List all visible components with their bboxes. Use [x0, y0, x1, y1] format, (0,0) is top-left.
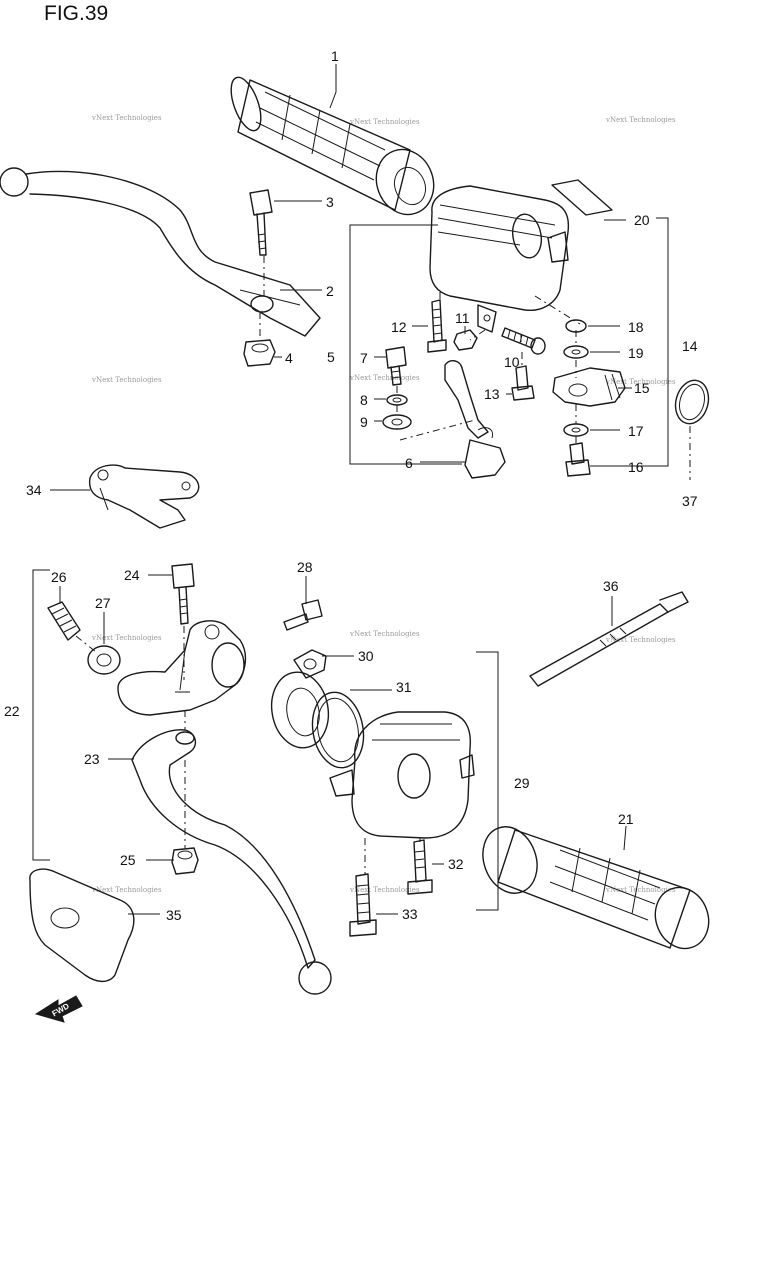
- callout-7: 7: [360, 350, 368, 366]
- callout-29: 29: [514, 775, 530, 791]
- watermark-11: vNext Technologies: [349, 886, 420, 894]
- assembly-brackets: [32, 217, 669, 911]
- fwd-arrow-icon: FWD: [34, 995, 83, 1023]
- part-washer-17: [563, 423, 589, 437]
- callout-17: 17: [628, 423, 644, 439]
- callout-28: 28: [297, 559, 313, 575]
- callout-23: 23: [84, 751, 100, 767]
- watermark-1: vNext Technologies: [91, 114, 162, 122]
- callouts: 1 2 3 4 5 6 7 8 9 10 11 12 13 14 15 16 1…: [4, 48, 698, 923]
- part-cover-35: [29, 868, 135, 983]
- watermark-9: vNext Technologies: [605, 636, 676, 644]
- part-screw-28: [283, 599, 323, 631]
- part-screw-12: [427, 299, 447, 353]
- callout-14: 14: [682, 338, 698, 354]
- watermarks: vNext Technologies vNext Technologies vN…: [91, 114, 676, 894]
- callout-2: 2: [326, 283, 334, 299]
- callout-31: 31: [396, 679, 412, 695]
- part-brake-lever-upper: [0, 167, 321, 337]
- callout-30: 30: [358, 648, 374, 664]
- part-bolt-3: [249, 189, 273, 256]
- part-screw-33: [349, 873, 377, 937]
- watermark-6: vNext Technologies: [605, 378, 676, 386]
- part-oring-37: [674, 379, 710, 425]
- callout-9: 9: [360, 414, 368, 430]
- callout-26: 26: [51, 569, 67, 585]
- part-clutch-lever-23: [131, 729, 332, 995]
- part-cable-tie-36: [529, 591, 689, 687]
- callout-3: 3: [326, 194, 334, 210]
- callout-21: 21: [618, 811, 634, 827]
- part-bolt-24: [171, 563, 195, 625]
- callout-34: 34: [26, 482, 42, 498]
- callout-24: 24: [124, 567, 140, 583]
- watermark-7: vNext Technologies: [91, 634, 162, 642]
- part-switch-housing-lower: [329, 711, 475, 839]
- part-nut-11: [453, 329, 478, 351]
- part-clamp-30: [293, 649, 327, 679]
- leader-lines: [50, 64, 632, 915]
- callout-27: 27: [95, 595, 111, 611]
- callout-35: 35: [166, 907, 182, 923]
- callout-1: 1: [331, 48, 339, 64]
- part-choke-lever-6: [444, 360, 506, 479]
- part-nut-25: [171, 847, 199, 875]
- part-nut-4: [243, 339, 276, 367]
- watermark-5: vNext Technologies: [349, 374, 420, 382]
- watermark-2: vNext Technologies: [349, 118, 420, 126]
- part-bracket-15: [552, 367, 626, 407]
- part-bolt-7: [385, 346, 407, 386]
- callout-16: 16: [628, 459, 644, 475]
- watermark-4: vNext Technologies: [91, 376, 162, 384]
- alignment-lines: [75, 256, 691, 874]
- part-adjuster-26: [47, 601, 81, 641]
- callout-37: 37: [682, 493, 698, 509]
- callout-11: 11: [455, 310, 470, 326]
- watermark-8: vNext Technologies: [349, 630, 420, 638]
- watermark-10: vNext Technologies: [91, 886, 162, 894]
- part-collar: [270, 671, 330, 749]
- part-switch-housing-upper: [429, 185, 570, 333]
- part-ring-31: [311, 691, 365, 769]
- callout-13: 13: [484, 386, 500, 402]
- part-screw-10: [501, 327, 546, 355]
- callout-25: 25: [120, 852, 136, 868]
- callout-20: 20: [634, 212, 650, 228]
- part-right-grip: [482, 826, 710, 950]
- part-washer-9: [382, 414, 412, 430]
- part-washer-19: [563, 345, 589, 359]
- callout-18: 18: [628, 319, 644, 335]
- callout-15: 15: [634, 380, 650, 396]
- callout-5: 5: [327, 349, 335, 365]
- part-nut-27: [87, 645, 121, 675]
- callout-12: 12: [391, 319, 407, 335]
- part-clutch-holder-22: [117, 620, 247, 716]
- part-bracket-34: [88, 464, 200, 529]
- part-bolt-13: [511, 365, 535, 401]
- callout-36: 36: [603, 578, 619, 594]
- callout-32: 32: [448, 856, 464, 872]
- part-screw-32: [407, 839, 433, 895]
- callout-33: 33: [402, 906, 418, 922]
- part-washer-8: [386, 394, 408, 406]
- callout-8: 8: [360, 392, 368, 408]
- callout-22: 22: [4, 703, 20, 719]
- watermark-12: vNext Technologies: [605, 886, 676, 894]
- watermark-3: vNext Technologies: [605, 116, 676, 124]
- part-bolt-16: [565, 442, 591, 477]
- callout-4: 4: [285, 350, 293, 366]
- part-left-grip: [230, 76, 435, 216]
- part-label-20: [551, 179, 613, 216]
- callout-10: 10: [504, 354, 520, 370]
- callout-6: 6: [405, 455, 413, 471]
- callout-19: 19: [628, 345, 644, 361]
- figure-title: FIG.39: [44, 2, 109, 25]
